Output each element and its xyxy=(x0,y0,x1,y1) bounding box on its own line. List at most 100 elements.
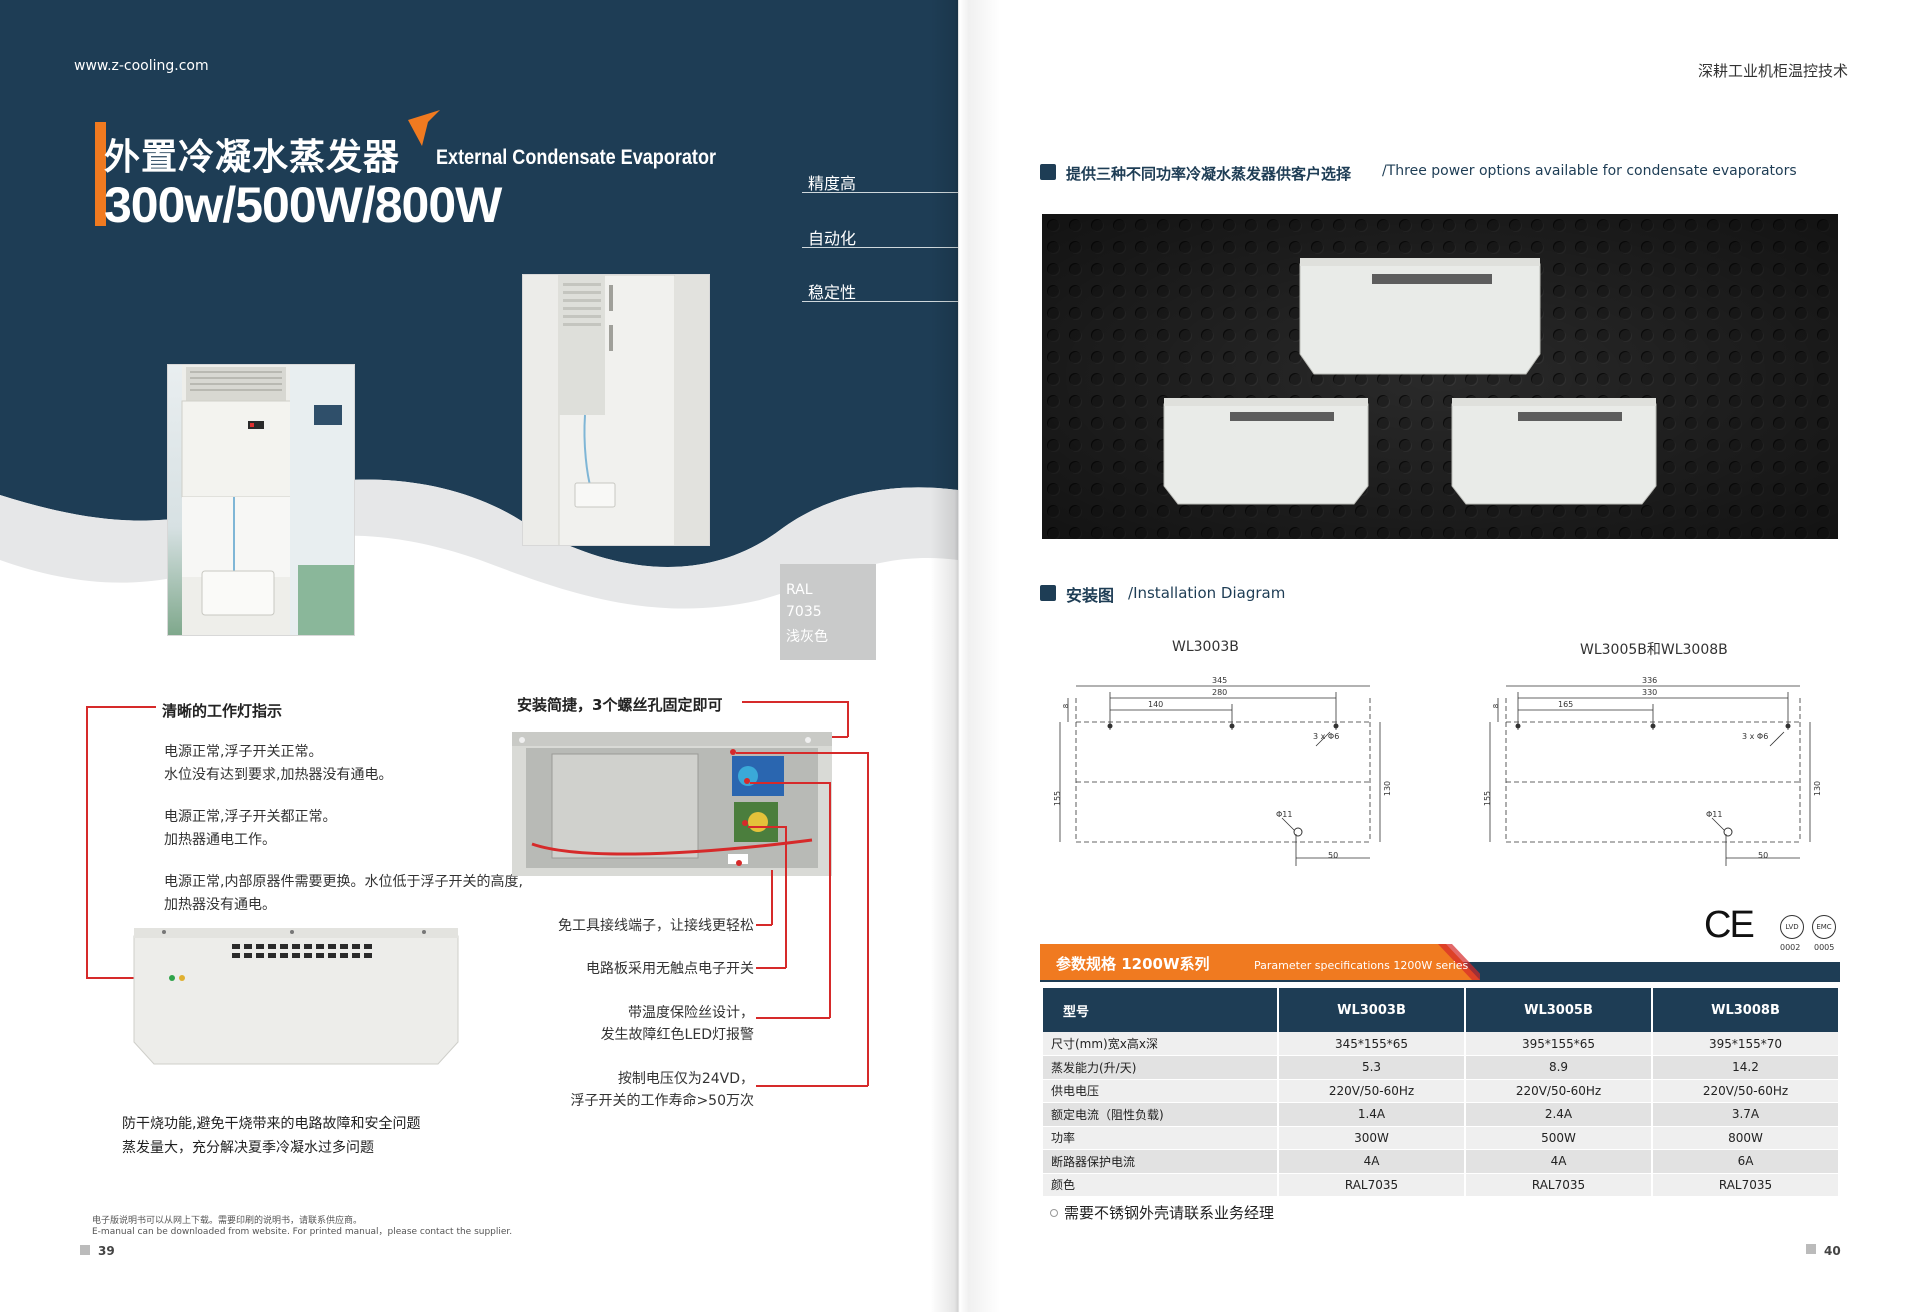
ral-code: 7035 xyxy=(786,604,822,620)
dim-drain-offset-2: 50 xyxy=(1758,851,1769,860)
callout-dot xyxy=(736,860,742,866)
annotation-voltage-2: 浮子开关的工作寿命>50万次 xyxy=(570,1093,754,1109)
annotation-leader xyxy=(771,870,773,925)
installation-diagram-wl3005b-wl3008b xyxy=(1489,685,1811,866)
table-cell: 800W xyxy=(1652,1126,1840,1150)
table-title-en: Parameter specifications 1200W series xyxy=(1254,959,1469,972)
product-power-range: 300w/500W/800W xyxy=(104,177,502,233)
annotation-circuit-board: 电路板采用无触点电子开关 xyxy=(586,961,754,977)
dim-height-2: 155 xyxy=(1483,790,1493,807)
install-leader-line xyxy=(818,736,848,738)
evaporator-large xyxy=(1299,258,1541,375)
table-cell: 断路器保护电流 xyxy=(1043,1149,1279,1174)
page-number-left: 39 xyxy=(98,1244,115,1258)
footnote-cn: 电子版说明书可以从网上下载。需要印刷的说明书，请联系供应商。 xyxy=(92,1216,363,1226)
table-header-row: 型号 WL3003B WL3005B WL3008B xyxy=(1043,988,1840,1032)
table-cell: 300W xyxy=(1278,1126,1466,1150)
indicator-text: 加热器通电工作。 xyxy=(164,832,276,848)
cabinet-photo-2 xyxy=(522,274,710,546)
dim-height-1: 155 xyxy=(1053,790,1063,807)
table-cell: 额定电流（阻性负载) xyxy=(1043,1102,1279,1127)
table-header: WL3003B xyxy=(1278,988,1466,1032)
annotation-terminal: 免工具接线端子，让接线更轻松 xyxy=(558,918,754,934)
table-cell: 345*155*65 xyxy=(1278,1032,1466,1056)
page-number-right: 40 xyxy=(1824,1244,1841,1258)
three-evaporators-photo xyxy=(1042,214,1838,539)
annotation-voltage-1: 按制电压仅为24VD， xyxy=(617,1071,754,1087)
ral-label: RAL xyxy=(786,582,813,598)
table-cell: RAL7035 xyxy=(1465,1173,1653,1197)
evaporator-unit-image xyxy=(133,928,459,1065)
evaporator-small xyxy=(1451,398,1657,505)
indicator-text: 加热器没有通电。 xyxy=(164,897,276,913)
cabinet-photo-1 xyxy=(167,364,355,636)
right-header: 深耕工业机柜温控技术 xyxy=(1697,62,1848,80)
indicator-leader-line xyxy=(86,706,88,978)
section-install-title: 安装图 xyxy=(1066,586,1115,605)
dim-holes-2: 3 x Φ6 xyxy=(1742,732,1769,741)
annotation-leader xyxy=(756,1085,868,1087)
table-cell: 4A xyxy=(1465,1149,1653,1174)
table-cell: 蒸发能力(升/天) xyxy=(1043,1055,1279,1080)
section-options-title: 提供三种不同功率冷凝水蒸发器供客户选择 xyxy=(1066,165,1352,183)
lvd-number: 0002 xyxy=(1780,943,1801,952)
indicator-leader-line xyxy=(86,706,156,708)
right-page: 深耕工业机柜温控技术 提供三种不同功率冷凝水蒸发器供客户选择 /Three po… xyxy=(958,0,1920,1312)
annotation-leader xyxy=(736,752,868,754)
annotation-leader xyxy=(867,752,869,1086)
section-options-subtitle-en: Three power options available for conden… xyxy=(1386,163,1797,179)
emc-badge: EMC xyxy=(1812,915,1836,939)
install-leader-line xyxy=(742,701,848,703)
emc-number: 0005 xyxy=(1814,943,1835,952)
diagram2-label: WL3005B和WL3008B xyxy=(1580,642,1728,658)
feature-automation: 自动化 xyxy=(808,229,857,248)
install-leader-line xyxy=(847,701,849,737)
feature-precision: 精度高 xyxy=(808,174,857,193)
callout-dot xyxy=(730,749,736,755)
evaporator-medium xyxy=(1163,398,1369,505)
annotation-leader xyxy=(756,924,772,926)
table-cell: 4A xyxy=(1278,1149,1466,1174)
annotation-leader xyxy=(756,967,786,969)
table-header: 型号 xyxy=(1043,988,1279,1032)
dim-total-1: 345 xyxy=(1212,676,1228,685)
callout-dot xyxy=(742,820,748,826)
dim-total-2: 336 xyxy=(1642,676,1658,685)
table-cell: RAL7035 xyxy=(1652,1173,1840,1197)
table-cell: 500W xyxy=(1465,1126,1653,1150)
title-accent-bar xyxy=(95,122,106,226)
accent-arrow-icon xyxy=(408,110,440,146)
internal-circuit-photo xyxy=(512,732,832,876)
website-url[interactable]: www.z-cooling.com xyxy=(74,58,209,74)
dim-drain-2: Φ11 xyxy=(1706,810,1723,819)
feature-evaporation: 蒸发量大，充分解决夏季冷凝水过多问题 xyxy=(122,1140,374,1156)
indicator-leader-line xyxy=(86,977,138,979)
table-header: WL3008B xyxy=(1652,988,1840,1032)
section-options-subtitle: /Three power options available for conde… xyxy=(1382,163,1797,179)
table-cell: 220V/50-60Hz xyxy=(1652,1079,1840,1103)
indicator-text: 电源正常,浮子开关都正常。 xyxy=(164,809,337,825)
table-cell: 供电电压 xyxy=(1043,1079,1279,1103)
install-title: 安装简捷，3个螺丝孔固定即可 xyxy=(517,696,723,714)
table-header: WL3005B xyxy=(1465,988,1653,1032)
ral-color-name: 浅灰色 xyxy=(786,629,828,645)
indicator-text: 水位没有达到要求,加热器没有通电。 xyxy=(164,767,393,783)
feature-dry-burn: 防干烧功能,避免干烧带来的电路故障和安全问题 xyxy=(122,1116,421,1132)
annotation-leader xyxy=(785,826,787,968)
dim-inner-height-1: 130 xyxy=(1383,780,1393,797)
table-title-tab xyxy=(1040,944,1480,980)
dim-small-1: 8 xyxy=(1062,703,1071,709)
dim-holes-1: 3 x Φ6 xyxy=(1313,732,1340,741)
annotation-fuse-2: 发生故障红色LED灯报警 xyxy=(600,1027,754,1043)
bullet-icon xyxy=(1050,1209,1058,1217)
dim-drain-offset-1: 50 xyxy=(1328,851,1339,860)
diagram-icon xyxy=(1040,585,1056,601)
annotation-fuse-1: 带温度保险丝设计， xyxy=(628,1005,754,1021)
table-cell: 220V/50-60Hz xyxy=(1278,1079,1466,1103)
